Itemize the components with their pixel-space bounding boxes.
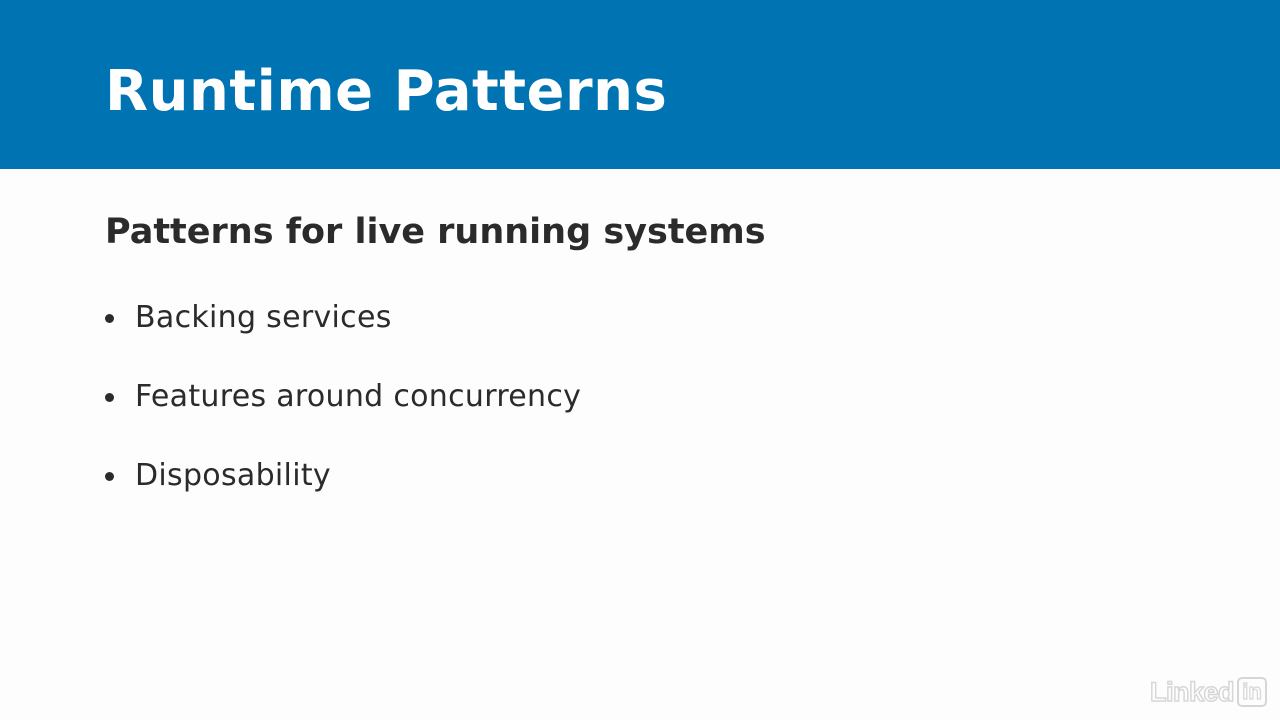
title-band: Runtime Patterns <box>0 0 1280 169</box>
bullet-dot-icon <box>105 393 114 402</box>
slide-subtitle: Patterns for live running systems <box>105 212 766 252</box>
bullet-text: Features around concurrency <box>135 379 582 414</box>
bullet-text: Backing services <box>135 300 392 335</box>
slide-title: Runtime Patterns <box>105 59 668 124</box>
bullet-dot-icon <box>105 314 114 323</box>
bullet-dot-icon <box>105 472 114 481</box>
bullet-text: Disposability <box>135 458 331 493</box>
linkedin-watermark: Linked in <box>1149 676 1267 708</box>
linkedin-logo-icon: in <box>1237 677 1267 707</box>
linkedin-logo-text: Linked <box>1149 676 1235 708</box>
